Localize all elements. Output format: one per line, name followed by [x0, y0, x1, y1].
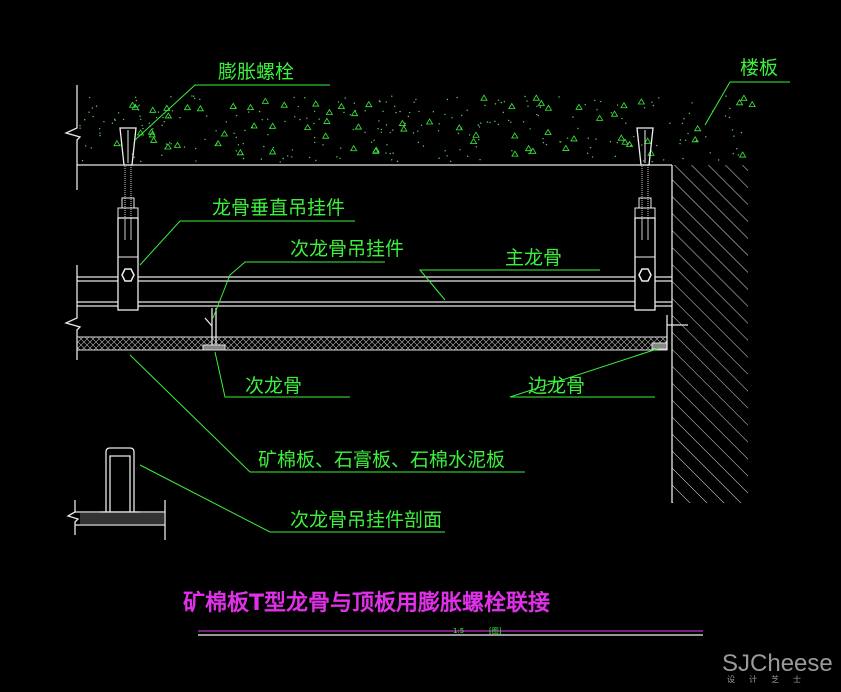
- label-floor-slab: 楼板: [740, 57, 778, 79]
- label-secondary-keel-hanger: 次龙骨吊挂件: [290, 238, 404, 260]
- floor-slab: [79, 94, 756, 163]
- edge-keel: [651, 315, 688, 350]
- label-hanger-section: 次龙骨吊挂件剖面: [290, 509, 442, 531]
- label-main-keel: 主龙骨: [505, 247, 562, 269]
- hanger-section-detail: [66, 447, 166, 540]
- secondary-keel-t: [202, 308, 226, 351]
- title-scale: 1:5: [453, 627, 464, 635]
- break-line-bottom: [64, 265, 82, 360]
- watermark-sub: 设计芝士: [727, 674, 815, 684]
- expansion-bolt-hanger: [634, 127, 656, 311]
- label-boards: 矿棉板、石膏板、石棉水泥板: [258, 448, 505, 471]
- expansion-bolt-hanger: [117, 127, 139, 311]
- ceiling-board: [76, 336, 668, 351]
- label-keel-vertical-hanger: 龙骨垂直吊挂件: [212, 197, 345, 219]
- drawing-title: 矿棉板T型龙骨与顶板用膨胀螺栓联接: [183, 590, 550, 616]
- main-keel: [77, 276, 672, 307]
- label-edge-keel: 边龙骨: [528, 375, 585, 397]
- break-line-top: [64, 85, 82, 190]
- label-secondary-keel: 次龙骨: [245, 375, 302, 397]
- title-tag: [图]: [489, 627, 502, 635]
- wall-hatch: [672, 165, 748, 503]
- label-expansion-bolt: 膨胀螺栓: [218, 61, 294, 83]
- watermark-logo: SJCheese: [722, 650, 833, 677]
- leader-lines: [129, 81, 790, 533]
